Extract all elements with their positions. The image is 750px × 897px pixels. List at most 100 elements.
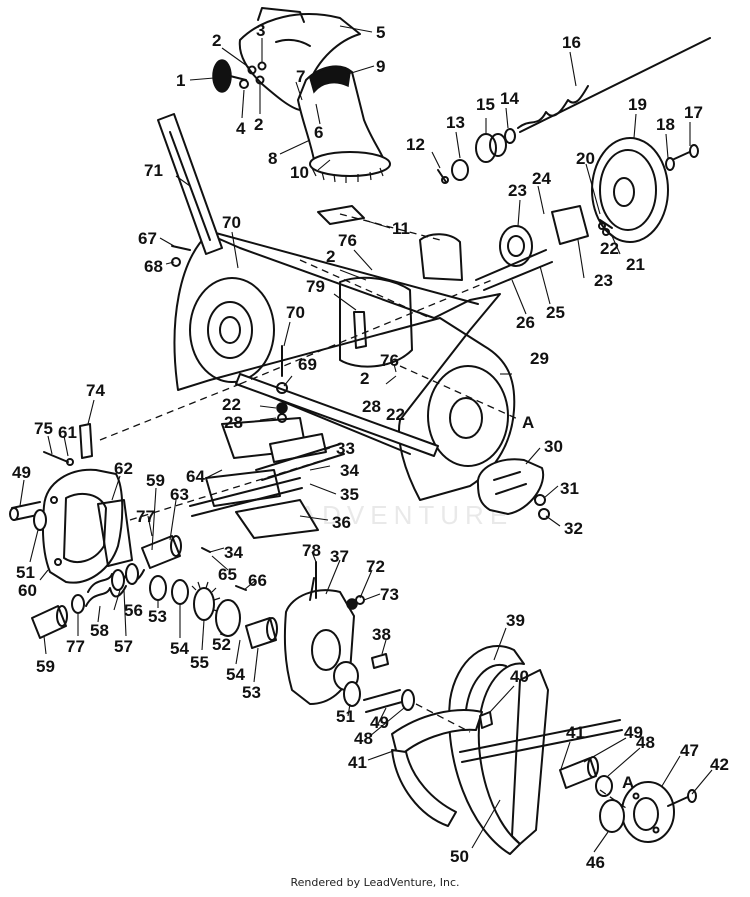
callout-62: 62 [114,459,133,478]
callout-31: 31 [560,479,579,498]
leader-lines [19,25,713,853]
callout-70: 70 [222,213,241,232]
gear-52 [215,599,241,637]
callout-12: 12 [406,135,425,154]
callout-49: 49 [370,713,389,732]
callout-53: 53 [148,607,167,626]
bearing-54-53 [245,617,278,649]
auger-flight-41 [391,709,483,827]
callout-29: 29 [530,349,549,368]
callout-77: 77 [66,637,85,656]
callout-10: 10 [290,163,309,182]
callout-23: 23 [508,181,527,200]
bushing-49-48-right [559,756,613,797]
callout-34: 34 [224,543,243,562]
callout-47: 47 [680,741,699,760]
callout-35: 35 [340,485,359,504]
callout-51: 51 [336,707,355,726]
chute-washer-13 [451,159,469,181]
callout-3: 3 [256,21,265,40]
callout-66: 66 [248,571,267,590]
callout-16: 16 [562,33,581,52]
callout-58: 58 [90,621,109,640]
worm-gear-15 [475,133,507,163]
callout-1: 1 [176,71,185,90]
callout-61: 61 [58,423,77,442]
callout-37: 37 [330,547,349,566]
callout-56: 56 [124,601,143,620]
callout-59: 59 [146,471,165,490]
callout-59: 59 [36,657,55,676]
callout-42: 42 [710,755,729,774]
callout-78: 78 [302,541,321,560]
crank-spiral-16 [517,37,711,133]
callout-49: 49 [624,723,643,742]
chute-pin [437,169,449,184]
callout-22: 22 [222,395,241,414]
callout-4: 4 [236,119,246,138]
callout-79: 79 [306,277,325,296]
bolt-17 [671,144,699,161]
callout-52: 52 [212,635,231,654]
callout-60: 60 [18,581,37,600]
callout-73: 73 [380,585,399,604]
scraper-bar [235,373,439,457]
callout-2: 2 [326,247,335,266]
callout-50: 50 [450,847,469,866]
callout-28: 28 [224,413,243,432]
bearing-51-right [343,681,361,707]
bushing-63 [141,535,182,569]
callout-51: 51 [16,563,35,582]
callout-64: 64 [186,467,205,486]
auger-spiral-39 [448,645,525,855]
callout-71: 71 [144,161,163,180]
callout-76: 76 [380,351,399,370]
callout-a: A [522,413,534,432]
callout-39: 39 [506,611,525,630]
bracket-74 [79,423,93,459]
bushing-59 [31,605,68,639]
callout-38: 38 [372,625,391,644]
callout-72: 72 [366,557,385,576]
gasket-62 [97,499,133,567]
callout-75: 75 [34,419,53,438]
bushing-14 [504,128,516,144]
chute-washers [247,61,267,85]
callout-33: 33 [336,439,355,458]
washer-77 [71,594,85,614]
callout-21: 21 [626,255,645,274]
shaft-49-left [9,501,43,521]
callout-25: 25 [546,303,565,322]
callout-30: 30 [544,437,563,456]
callout-2: 2 [212,31,221,50]
callout-32: 32 [564,519,583,538]
callout-18: 18 [656,115,675,134]
callout-54: 54 [226,665,245,684]
skid-bracket-71 [157,113,223,255]
callout-14: 14 [500,89,519,108]
reference-lines [99,213,627,809]
shaft-49-48 [363,689,415,713]
callout-13: 13 [446,113,465,132]
callout-55: 55 [190,653,209,672]
callout-34: 34 [340,461,359,480]
callout-48: 48 [636,733,655,752]
bolt-40 [479,711,493,729]
footer-credit: Rendered by LeadVenture, Inc. [290,876,460,889]
callout-2: 2 [360,369,369,388]
callout-a: A [622,773,634,792]
callout-6: 6 [314,123,323,142]
callout-77: 77 [136,507,155,526]
callout-5: 5 [376,23,385,42]
pulley-19 [591,137,669,243]
callout-26: 26 [516,313,535,332]
bolt-78-72-73 [315,561,365,610]
bushing-57-56 [111,563,139,591]
callout-70: 70 [286,303,305,322]
callout-57: 57 [114,637,133,656]
callout-20: 20 [576,149,595,168]
callout-8: 8 [268,149,277,168]
key-38 [371,653,389,669]
callout-63: 63 [170,485,189,504]
